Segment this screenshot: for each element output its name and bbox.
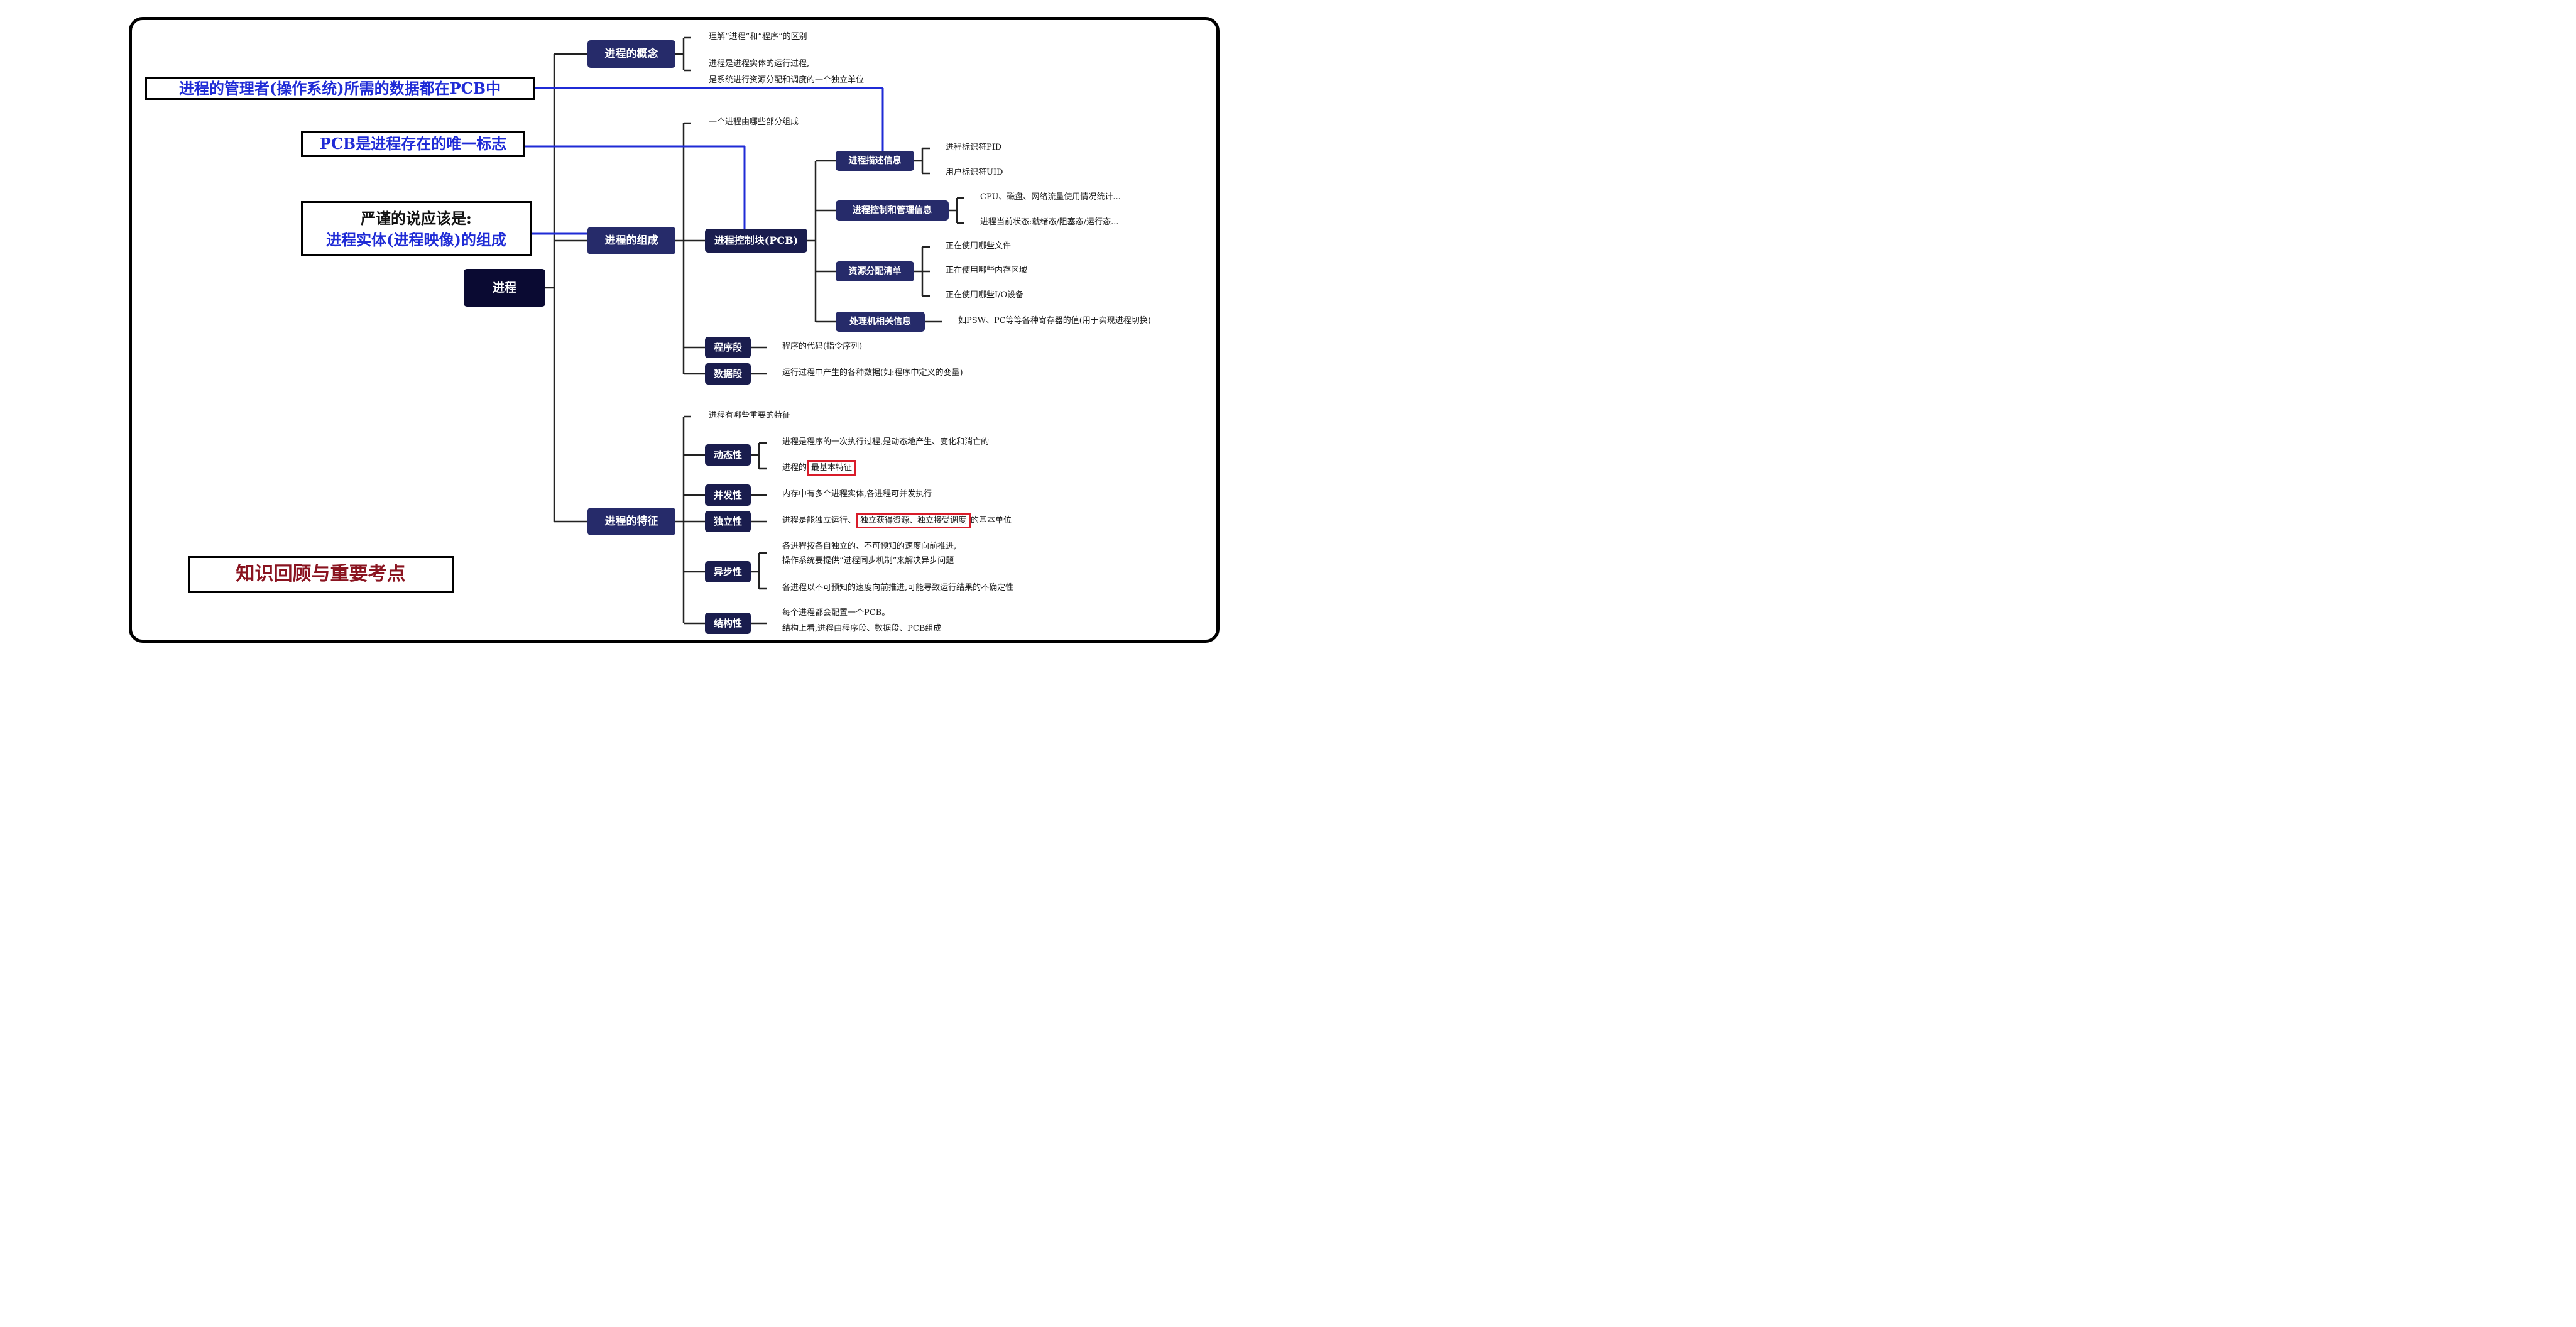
composition-intro: 一个进程由哪些部分组成 xyxy=(709,117,799,127)
root-node[interactable]: 进程 xyxy=(464,269,545,307)
note-rigorous-line-1: 严谨的说应该是: xyxy=(361,209,472,227)
concept-item-2: 进程是进程实体的运行过程, xyxy=(709,59,810,68)
pcb-control-item-2: 进程当前状态:就绪态/阻塞态/运行态... xyxy=(980,217,1119,227)
concept-item-1: 理解“进程”和“程序”的区别 xyxy=(709,32,807,41)
note-pcb-unique: PCB是进程存在的唯一标志 xyxy=(301,131,525,157)
highlight-box-independent: 独立获得资源、独立接受调度 xyxy=(856,513,971,528)
branch-features[interactable]: 进程的特征 xyxy=(587,508,675,535)
pcb-group-control[interactable]: 进程控制和管理信息 xyxy=(836,200,949,221)
feature-independent-prefix: 进程是能独立运行、 xyxy=(782,516,856,525)
data-segment-text: 运行过程中产生的各种数据(如:程序中定义的变量) xyxy=(782,368,963,378)
feature-dynamic[interactable]: 动态性 xyxy=(705,444,751,466)
pcb-desc-item-2: 用户标识符UID xyxy=(946,168,1003,177)
pcb-group-resources[interactable]: 资源分配清单 xyxy=(836,261,914,281)
note-rigorous-line-2: 进程实体(进程映像)的组成 xyxy=(326,231,506,249)
feature-structural-line-2: 结构上看,进程由程序段、数据段、PCB组成 xyxy=(782,624,942,633)
feature-structural[interactable]: 结构性 xyxy=(705,613,751,634)
mindmap-frame xyxy=(129,17,1220,643)
pcb-group-description[interactable]: 进程描述信息 xyxy=(836,151,914,171)
highlight-box-basic: 最基本特征 xyxy=(807,460,857,476)
feature-concurrent-text: 内存中有多个进程实体,各进程可并发执行 xyxy=(782,489,932,499)
feature-dynamic-prefix: 进程的 xyxy=(782,463,807,472)
note-pcb-data: 进程的管理者(操作系统)所需的数据都在PCB中 xyxy=(145,77,535,100)
branch-concept[interactable]: 进程的概念 xyxy=(587,40,675,68)
pcb-node[interactable]: 进程控制块(PCB) xyxy=(705,229,807,253)
review-title: 知识回顾与重要考点 xyxy=(188,556,454,593)
features-intro: 进程有哪些重要的特征 xyxy=(709,411,791,420)
pcb-proc-item-1: 如PSW、PC等等各种寄存器的值(用于实现进程切换) xyxy=(958,316,1151,325)
feature-independent-suffix: 的基本单位 xyxy=(971,516,1012,525)
concept-item-3: 是系统进行资源分配和调度的一个独立单位 xyxy=(709,75,865,85)
pcb-desc-item-1: 进程标识符PID xyxy=(946,143,1002,152)
feature-async-line-1: 各进程按各自独立的、不可预知的速度向前推进, xyxy=(782,542,957,551)
pcb-res-item-1: 正在使用哪些文件 xyxy=(946,241,1012,251)
feature-async-line-3: 各进程以不可预知的速度向前推进,可能导致运行结果的不确定性 xyxy=(782,583,1014,593)
note-rigorous: 严谨的说应该是: 进程实体(进程映像)的组成 xyxy=(301,201,532,256)
feature-dynamic-basic: 进程的最基本特征 xyxy=(782,460,857,476)
feature-async[interactable]: 异步性 xyxy=(705,561,751,582)
pcb-res-item-2: 正在使用哪些内存区域 xyxy=(946,266,1028,275)
feature-independent-text: 进程是能独立运行、独立获得资源、独立接受调度的基本单位 xyxy=(782,513,1012,528)
data-segment-node[interactable]: 数据段 xyxy=(705,363,751,385)
feature-structural-line-1: 每个进程都会配置一个PCB。 xyxy=(782,608,890,618)
pcb-group-processor[interactable]: 处理机相关信息 xyxy=(836,312,925,332)
feature-async-line-2: 操作系统要提供“进程同步机制”来解决异步问题 xyxy=(782,556,954,565)
feature-independent[interactable]: 独立性 xyxy=(705,511,751,532)
branch-composition[interactable]: 进程的组成 xyxy=(587,227,675,254)
pcb-control-item-1: CPU、磁盘、网络流量使用情况统计... xyxy=(980,192,1121,202)
pcb-res-item-3: 正在使用哪些I/O设备 xyxy=(946,290,1024,300)
feature-dynamic-text: 进程是程序的一次执行过程,是动态地产生、变化和消亡的 xyxy=(782,437,990,447)
program-segment-text: 程序的代码(指令序列) xyxy=(782,342,863,351)
program-segment-node[interactable]: 程序段 xyxy=(705,337,751,358)
feature-concurrent[interactable]: 并发性 xyxy=(705,484,751,506)
